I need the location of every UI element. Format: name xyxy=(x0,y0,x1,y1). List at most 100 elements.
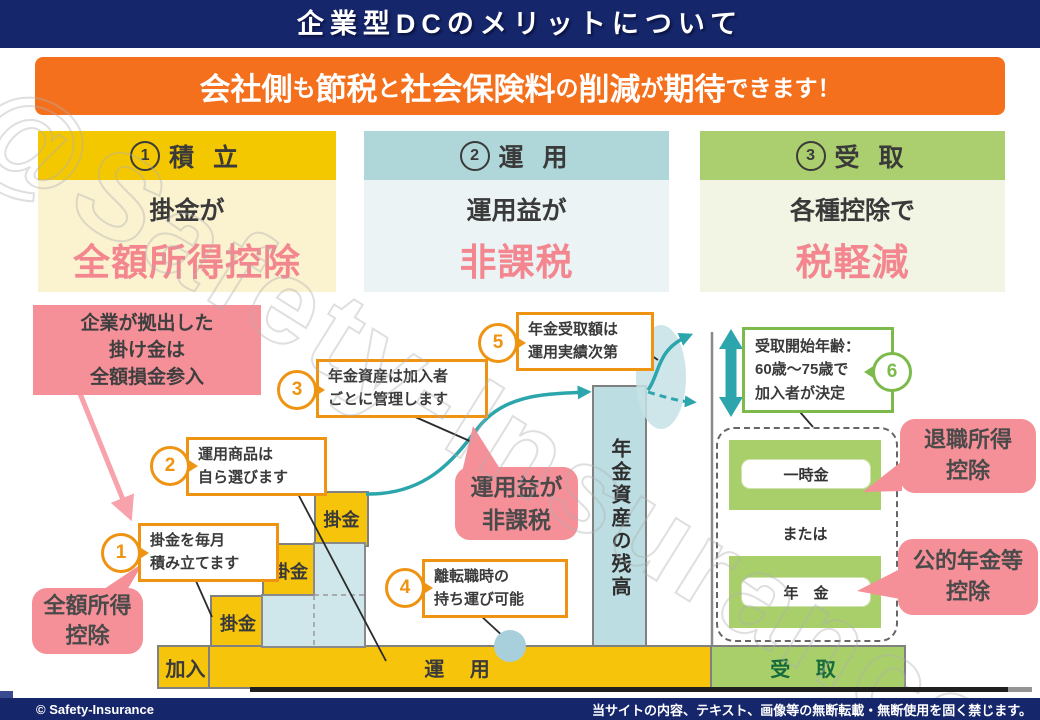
callout-number: 3 xyxy=(291,379,303,400)
banner-segment: が xyxy=(640,75,664,101)
income-deduction-bubble: 全額所得 控除 xyxy=(32,588,143,654)
callout-circle-5: 5 xyxy=(478,323,526,363)
range-arrow-down-icon xyxy=(719,397,743,417)
circled-number-2: 2 xyxy=(459,140,490,171)
bubble-line: 退職所得 xyxy=(923,427,1012,453)
company-box-line: 掛け金は xyxy=(108,339,185,361)
pension-asset-balance-bar: 年金資産の残高 xyxy=(592,385,647,651)
payout-options-container xyxy=(716,427,898,642)
company-arrow xyxy=(76,390,134,522)
merit-column-1-body: 掛金が 全額所得控除 xyxy=(38,180,336,292)
title-bar: 企業型DCのメリットについて xyxy=(0,0,1040,48)
callout-line: 加入者が決定 xyxy=(755,384,846,402)
banner-segment: と xyxy=(377,75,401,101)
callout-box-5: 年金受取額は 運用実績次第 xyxy=(516,312,654,371)
merit-column-3-header: 3 受 取 xyxy=(700,131,1005,180)
callout-number: 4 xyxy=(399,577,411,598)
circled-number-1: 1 xyxy=(130,140,161,171)
callout-line: 年金受取額は xyxy=(528,321,619,338)
payout-or-text: または xyxy=(716,523,894,544)
lump-sum-label: 一時金 xyxy=(783,466,829,484)
pension-pill: 年 金 xyxy=(741,577,871,607)
callout-line: 掛金を毎月 xyxy=(150,532,226,549)
timeline-receive-label: 受 取 xyxy=(770,658,846,681)
callout-line: 60歳～75歳で xyxy=(755,361,849,379)
merit-column-1-title: 積 立 xyxy=(169,143,244,172)
merit-column-2-header: 2 運 用 xyxy=(364,131,669,180)
callout-line: 運用実績次第 xyxy=(528,343,619,361)
bubble-line: 控除 xyxy=(945,579,990,604)
merit-3-line: 各種控除で xyxy=(789,197,915,225)
banner-segment: 節税 xyxy=(315,71,378,107)
bubble-line: 全額所得 xyxy=(43,593,132,619)
callout-circle-1: 1 xyxy=(101,533,149,573)
merit-1-highlight: 全額所得控除 xyxy=(73,242,301,283)
merit-3-highlight: 税軽減 xyxy=(795,242,910,283)
callout-box-4: 離転職時の 持ち運び可能 xyxy=(422,559,568,618)
connector-line-3 xyxy=(412,415,473,443)
callout-box-1: 掛金を毎月 積み立てます xyxy=(138,523,279,582)
callout-line: 運用商品は xyxy=(198,446,274,463)
merit-column-2-title: 運 用 xyxy=(498,143,574,172)
banner-segment: 会社側 xyxy=(199,71,293,107)
lump-sum-pill: 一時金 xyxy=(741,459,871,489)
range-arrow-up-icon xyxy=(719,329,743,349)
callout-number: 2 xyxy=(164,455,176,476)
callout-number: 1 xyxy=(115,542,127,563)
callout-box-6: 受取開始年齢： 60歳～75歳で 加入者が決定 xyxy=(742,327,894,413)
callout-circle-2: 2 xyxy=(150,446,198,486)
banner-segment: 削減 xyxy=(578,71,641,107)
growth-up-arrow xyxy=(646,332,694,392)
callout-box-2: 運用商品は 自ら選びます xyxy=(186,437,327,496)
circled-number-3: 3 xyxy=(795,140,826,171)
merit-column-3-title: 受 取 xyxy=(834,143,910,172)
callout-line: 自ら選びます xyxy=(198,468,289,486)
headline-banner: 会社側 も 節税 と 社会保険料 の 削減 が 期待 できます！ xyxy=(35,57,1005,115)
footer-copyright: © Safety-Insurance xyxy=(36,701,154,717)
banner-segment: 社会保険料 xyxy=(400,71,556,107)
callout-circle-3: 3 xyxy=(277,370,325,410)
bubble-line: 運用益が xyxy=(470,474,563,501)
callout-line: 積み立てます xyxy=(150,554,240,572)
callout-box-3: 年金資産は加入者 ごとに管理します xyxy=(316,359,488,418)
callout-line: 離転職時の xyxy=(434,568,510,585)
contribution-label: 掛金 xyxy=(220,614,256,634)
timeline-join-label: 加入 xyxy=(165,658,206,681)
merit-column-1-header: 1 積 立 xyxy=(38,131,336,180)
timeline-receive: 受 取 xyxy=(710,645,906,689)
pension-label: 年 金 xyxy=(783,584,829,602)
callout-line: ごとに管理します xyxy=(328,390,449,408)
callout-line: 受取開始年齢： xyxy=(755,338,861,355)
bubble-line: 控除 xyxy=(65,623,110,648)
public-pension-deduction-bubble: 公的年金等 控除 xyxy=(898,539,1038,615)
footer-notch xyxy=(0,691,13,698)
banner-segment: も xyxy=(292,75,316,101)
banner-segment: 期待 xyxy=(663,71,726,107)
callout-circle-4: 4 xyxy=(385,568,433,608)
timeline-join: 加入 xyxy=(157,645,214,689)
slide-shadow-nub xyxy=(1008,687,1032,692)
timeline-manage: 運 用 xyxy=(208,645,716,689)
callout-line: 持ち運び可能 xyxy=(434,590,525,608)
callout-circle-6: 6 xyxy=(864,352,912,392)
banner-segment: できます！ xyxy=(725,75,841,101)
callout-number: 6 xyxy=(886,361,898,382)
company-box-line: 企業が拠出した xyxy=(80,313,214,334)
tax-free-bubble-tail xyxy=(462,426,502,472)
contribution-bar-1: 掛金 xyxy=(210,595,266,651)
merit-column-3-body: 各種控除で 税軽減 xyxy=(700,180,1005,292)
merit-2-line: 運用益が xyxy=(466,197,567,225)
tax-free-bubble: 運用益が 非課税 xyxy=(455,467,578,540)
company-contribution-box: 企業が拠出した 掛け金は 全額損金参入 xyxy=(33,305,261,395)
bubble-line: 非課税 xyxy=(482,506,551,533)
merit-column-2-body: 運用益が 非課税 xyxy=(364,180,669,292)
asset-bar-label: 年金資産の残高 xyxy=(608,437,630,599)
footer-notice: 当サイトの内容、テキスト、画像等の無断転載・無断使用を固く禁じます。 xyxy=(591,702,1032,718)
connector-line-4 xyxy=(479,614,507,640)
footer-bar: © Safety-Insurance 当サイトの内容、テキスト、画像等の無断転載… xyxy=(0,698,1040,720)
contribution-label: 掛金 xyxy=(323,510,360,530)
merit-1-line: 掛金が xyxy=(149,197,225,225)
bubble-line: 公的年金等 xyxy=(912,548,1023,574)
or-label: または xyxy=(782,526,828,543)
